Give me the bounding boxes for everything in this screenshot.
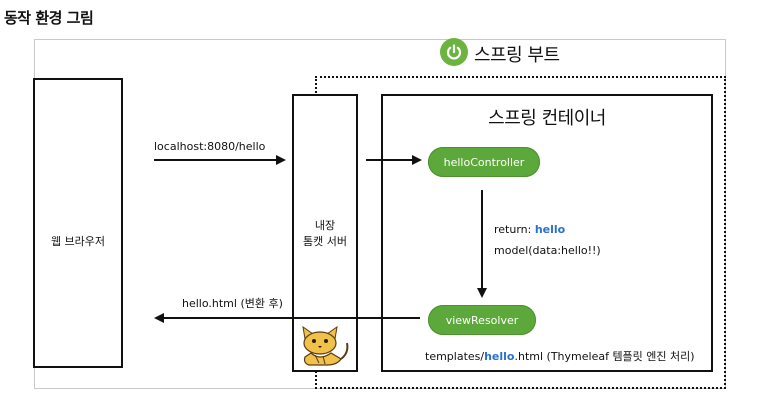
embedded-tomcat-box <box>292 94 358 372</box>
spring-boot-label: 스프링 부트 <box>474 45 560 66</box>
template-name: hello <box>484 350 515 363</box>
response-label: hello.html (변환 후) <box>182 297 283 310</box>
spring-container-title: 스프링 컨테이너 <box>488 108 606 129</box>
return-label: return: hello <box>494 223 565 236</box>
spring-power-icon <box>440 38 468 66</box>
template-suffix: .html (Thymeleaf 템플릿 엔진 처리) <box>514 350 695 363</box>
return-prefix: return: <box>494 223 535 236</box>
view-resolver-node: viewResolver <box>428 305 536 335</box>
tomcat-label-line2: 톰캣 서버 <box>303 235 347 248</box>
tomcat-label-line1: 내장 <box>314 219 336 232</box>
template-label: templates/hello.html (Thymeleaf 템플릿 엔진 처… <box>425 348 695 364</box>
template-prefix: templates/ <box>425 350 485 363</box>
web-browser-label: 웹 브라우저 <box>50 235 106 248</box>
hello-controller-node: helloController <box>428 147 540 177</box>
page-title: 동작 환경 그림 <box>4 9 94 27</box>
web-browser-box <box>33 78 123 368</box>
request-url-label: localhost:8080/hello <box>154 140 266 153</box>
model-label: model(data:hello!!) <box>494 244 601 257</box>
tomcat-cat-icon <box>302 325 349 366</box>
return-value: hello <box>534 223 566 236</box>
